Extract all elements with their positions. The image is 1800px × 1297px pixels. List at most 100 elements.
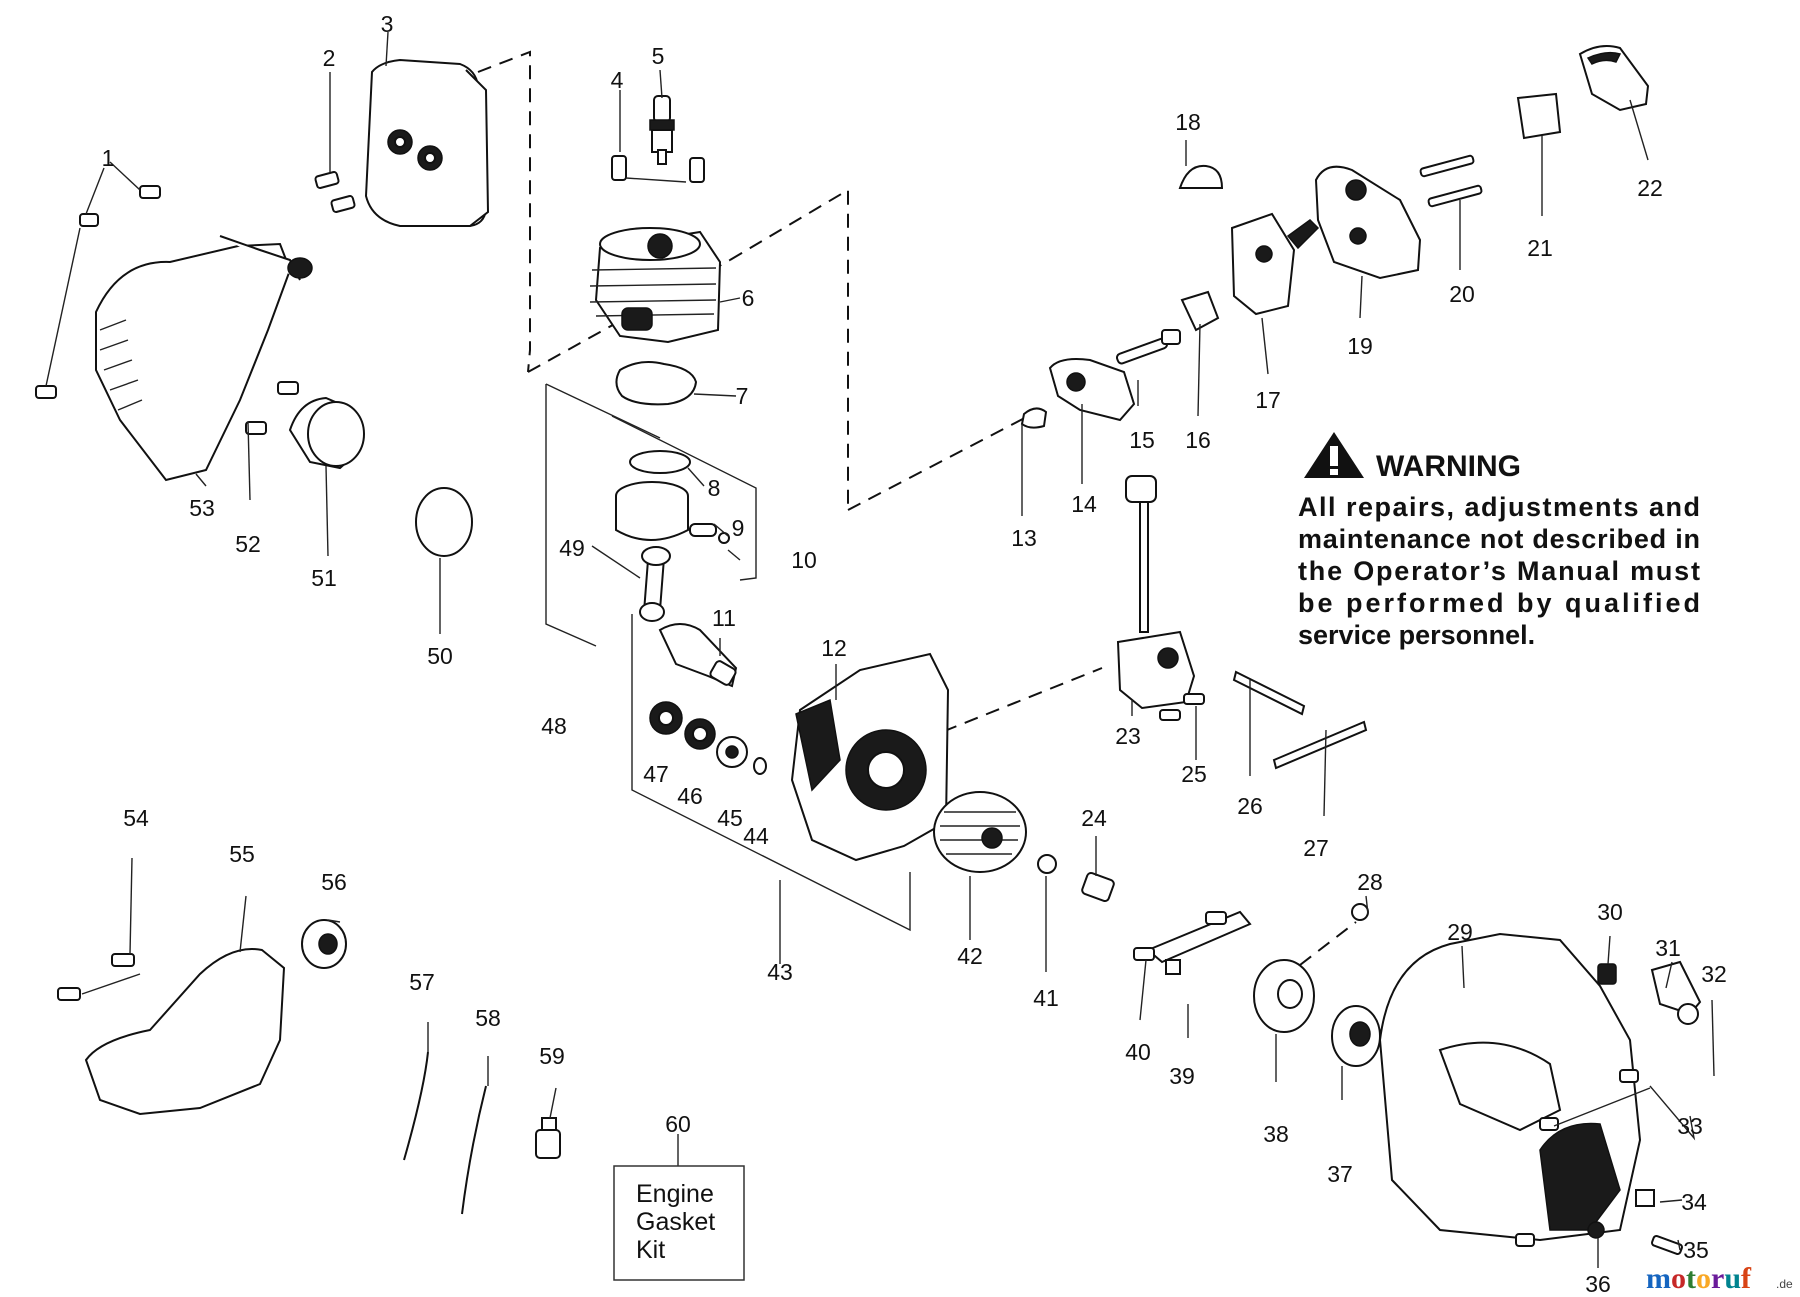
callout-53: 53 xyxy=(189,495,215,521)
starter-screws xyxy=(1515,1069,1683,1255)
coil-screws xyxy=(1159,693,1205,721)
callout-3: 3 xyxy=(381,11,394,37)
engine-cover xyxy=(95,235,313,482)
callout-16: 16 xyxy=(1185,427,1211,453)
kit-line-1: Engine xyxy=(636,1180,714,1208)
muffler-cover xyxy=(364,58,490,227)
callout-22: 22 xyxy=(1637,175,1663,201)
callout-14: 14 xyxy=(1071,491,1097,517)
callout-2: 2 xyxy=(323,45,336,71)
callout-48: 48 xyxy=(541,713,567,739)
air-filter xyxy=(1516,92,1562,140)
crankcase xyxy=(790,652,950,862)
warning-line-4: be performed by qualified xyxy=(1298,588,1700,618)
air-box-screws xyxy=(1419,154,1483,208)
callout-54: 54 xyxy=(123,805,149,831)
watermark: motoruf .de xyxy=(1646,1262,1793,1295)
callout-9: 9 xyxy=(732,515,745,541)
callout-47: 47 xyxy=(643,761,669,787)
callout-24: 24 xyxy=(1081,805,1107,831)
intake-manifold xyxy=(1048,329,1181,422)
fan-shield xyxy=(84,948,286,1116)
crankshaft xyxy=(658,623,738,688)
callout-5: 5 xyxy=(652,43,665,69)
fuel-filter xyxy=(535,1117,561,1159)
starter-housing xyxy=(1378,932,1642,1242)
kit-line-2: Gasket xyxy=(636,1208,715,1236)
watermark-tld: .de xyxy=(1776,1277,1793,1291)
callout-1: 1 xyxy=(102,145,115,171)
carburetor xyxy=(1230,212,1320,316)
ignition-coil xyxy=(1116,475,1196,710)
connecting-rod xyxy=(639,546,671,622)
watermark-letter: f xyxy=(1741,1262,1752,1295)
callout-19: 19 xyxy=(1347,333,1373,359)
leader-lines xyxy=(45,31,1715,1268)
callout-43: 43 xyxy=(767,959,793,985)
callout-12: 12 xyxy=(821,635,847,661)
callout-6: 6 xyxy=(742,285,755,311)
callout-44: 44 xyxy=(743,823,769,849)
callout-49: 49 xyxy=(559,535,585,561)
callout-7: 7 xyxy=(736,383,749,409)
callout-26: 26 xyxy=(1237,793,1263,819)
warning-notice: WARNING All repairs, adjustments and mai… xyxy=(1298,432,1700,650)
watermark-letter: u xyxy=(1724,1262,1741,1295)
callout-39: 39 xyxy=(1169,1063,1195,1089)
washer xyxy=(1037,854,1057,874)
callout-55: 55 xyxy=(229,841,255,867)
callout-25: 25 xyxy=(1181,761,1207,787)
fuel-line-short xyxy=(403,1051,429,1161)
piston-ring xyxy=(629,450,691,474)
callout-21: 21 xyxy=(1527,235,1553,261)
warning-line-2: maintenance not described in xyxy=(1298,524,1700,554)
part-shapes xyxy=(35,45,1702,1255)
warning-line-3: the Operator’s Manual must xyxy=(1298,556,1700,586)
callout-31: 31 xyxy=(1655,935,1681,961)
callout-17: 17 xyxy=(1255,387,1281,413)
callout-45: 45 xyxy=(717,805,743,831)
starter-nut xyxy=(1351,903,1369,921)
cylinder xyxy=(589,227,722,344)
callout-28: 28 xyxy=(1357,869,1383,895)
air-filter-cover xyxy=(1578,45,1650,112)
callout-46: 46 xyxy=(677,783,703,809)
fuel-line-long xyxy=(461,1085,487,1215)
watermark-letter: m xyxy=(1646,1262,1671,1295)
callout-36: 36 xyxy=(1585,1271,1611,1297)
callout-42: 42 xyxy=(957,943,983,969)
rewind-spring xyxy=(1331,1005,1381,1067)
callout-4: 4 xyxy=(611,67,624,93)
callout-27: 27 xyxy=(1303,835,1329,861)
kit-line-3: Kit xyxy=(636,1236,665,1264)
callout-38: 38 xyxy=(1263,1121,1289,1147)
screw-1 xyxy=(35,185,161,399)
callout-51: 51 xyxy=(311,565,337,591)
watermark-letter: t xyxy=(1686,1262,1696,1295)
gasket-kit-box xyxy=(613,1165,745,1281)
callout-29: 29 xyxy=(1447,919,1473,945)
callout-58: 58 xyxy=(475,1005,501,1031)
callout-52: 52 xyxy=(235,531,261,557)
cylinder-gasket xyxy=(615,361,698,406)
callout-numbers: 1 2 3 4 5 6 7 8 9 10 11 12 13 14 15 16 1… xyxy=(102,11,1727,1297)
clutch-nut xyxy=(1081,872,1115,902)
bearings-and-seals xyxy=(649,701,767,775)
callout-34: 34 xyxy=(1681,1189,1707,1215)
callout-15: 15 xyxy=(1129,427,1155,453)
spark-plug xyxy=(649,95,675,165)
callout-32: 32 xyxy=(1701,961,1727,987)
callout-59: 59 xyxy=(539,1043,565,1069)
shield-nut xyxy=(301,919,347,969)
bracket xyxy=(1133,910,1252,975)
flywheel xyxy=(933,791,1027,873)
starter-handle xyxy=(1597,960,1702,1025)
callout-10: 10 xyxy=(791,547,817,573)
air-filter-housing xyxy=(1314,165,1422,280)
callout-60: 60 xyxy=(665,1111,691,1137)
callout-11: 11 xyxy=(712,605,736,631)
ground-strips xyxy=(1232,670,1368,770)
callout-37: 37 xyxy=(1327,1161,1353,1187)
